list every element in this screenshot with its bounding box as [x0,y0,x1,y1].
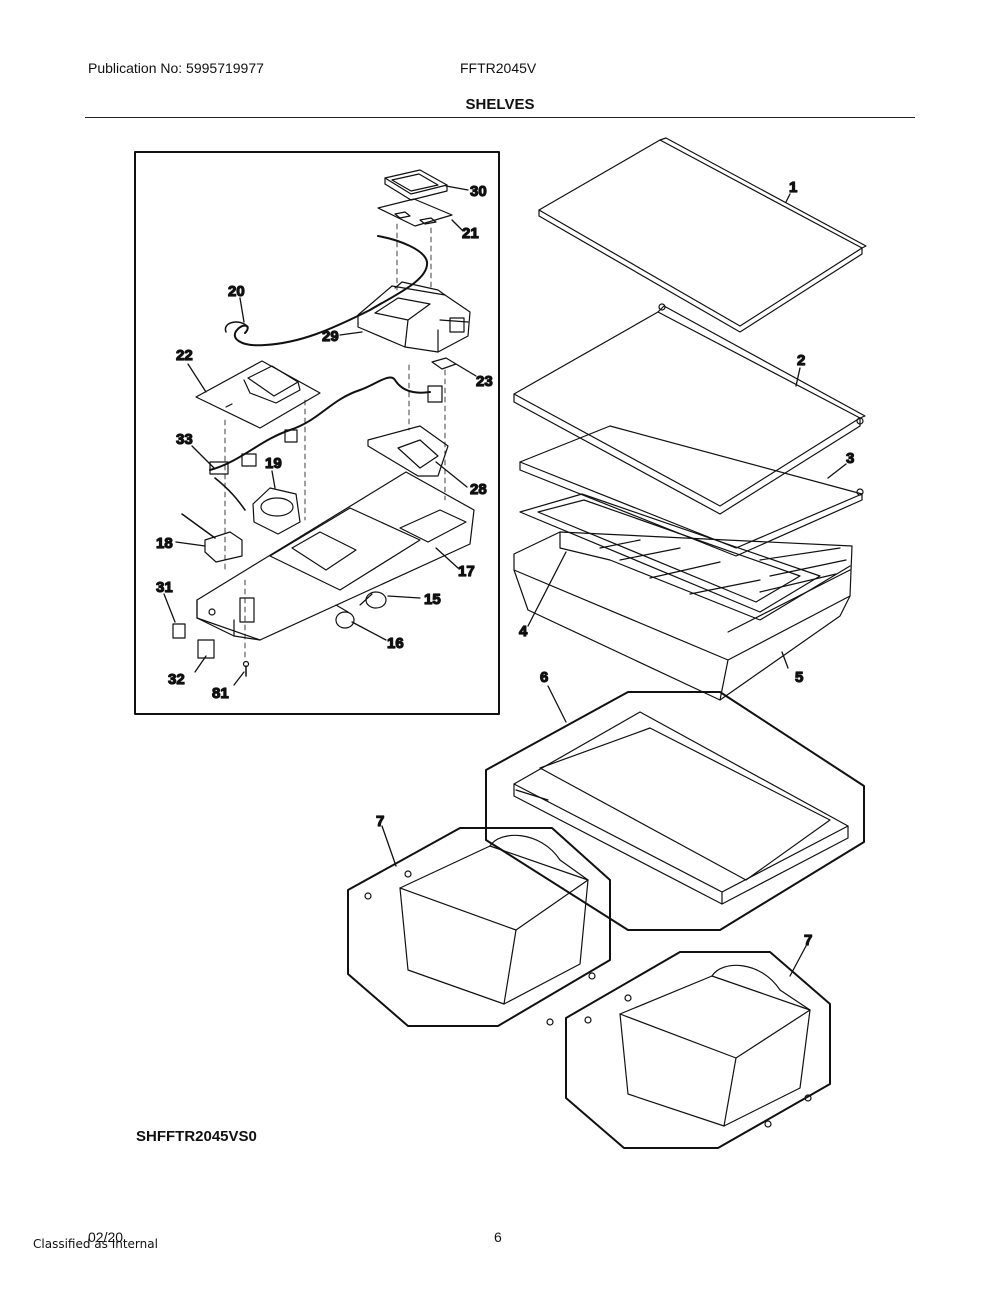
part-18-switch [181,513,243,563]
alignment-lines [224,223,446,661]
part-31-switch [172,623,186,639]
part-7-door-bin-1 [364,834,596,1026]
model-number: FFTR2045V [460,60,537,76]
harness-connector [427,385,443,403]
part-3-glass-shelf [519,425,864,557]
part-29-filter-housing [357,281,471,353]
part-7-door-bin-2 [584,964,812,1128]
callout-81: 81 [212,685,229,702]
callout-16: 16 [387,635,404,652]
part-28-duct [367,425,449,477]
part-21-bracket [377,198,453,227]
section-title: SHELVES [465,96,535,113]
publication-number: Publication No: 5995719977 [88,60,264,76]
callout-15: 15 [424,591,441,608]
part-17-housing [196,471,475,641]
callout-1: 1 [789,179,797,196]
callout-30: 30 [470,183,487,200]
part-6-inset-frame [485,691,865,931]
callout-19: 19 [265,455,282,472]
part-1-glass-shelf [538,137,867,333]
footer-date: 02/20 [88,1229,124,1245]
callout-4: 4 [519,623,528,640]
part-7-inset-frame-2 [565,951,831,1149]
callout-21: 21 [462,225,479,242]
leader-lines-right [381,193,847,977]
part-32-switch [197,639,215,659]
callout-32: 32 [168,671,185,688]
callout-31: 31 [156,579,173,596]
part-4-crisper-cover-frame [519,493,821,613]
callout-17: 17 [458,563,475,580]
header-rule [85,117,915,118]
part-5-crisper-drawer [513,531,853,701]
callout-23: 23 [476,373,493,390]
callout-7-lower: 7 [804,932,812,949]
part-20-water-line [233,235,429,347]
callout-7-upper: 7 [376,813,384,830]
inset-frame [134,151,500,715]
part-15-valve [359,591,387,609]
part-19-motor [252,487,301,535]
callout-20: 20 [228,283,245,300]
part-20-clip [224,321,249,333]
part-16-valve [335,604,355,629]
callout-2: 2 [797,352,805,369]
callout-5: 5 [795,669,803,686]
part-33-wire-harness [209,376,431,471]
part-2-glass-shelf [513,303,866,515]
part-6-deli-drawer-cover [513,711,849,905]
callout-22: 22 [176,347,193,364]
diagram-code: SHFFTR2045VS0 [136,1128,257,1145]
part-22-cover-panel [195,360,321,429]
callout-18: 18 [156,535,173,552]
callout-33: 33 [176,431,193,448]
part-30-filter-cover [384,169,448,201]
callout-28: 28 [470,481,487,498]
part-23-clip [431,357,457,370]
page-number: 6 [494,1229,502,1245]
callout-29: 29 [322,328,339,345]
callout-6: 6 [540,669,548,686]
classification-label: Classified as Internal [33,1237,158,1251]
leader-lines-left [163,185,477,686]
part-7-inset-frame-1 [347,827,611,1027]
callout-3: 3 [846,450,854,467]
